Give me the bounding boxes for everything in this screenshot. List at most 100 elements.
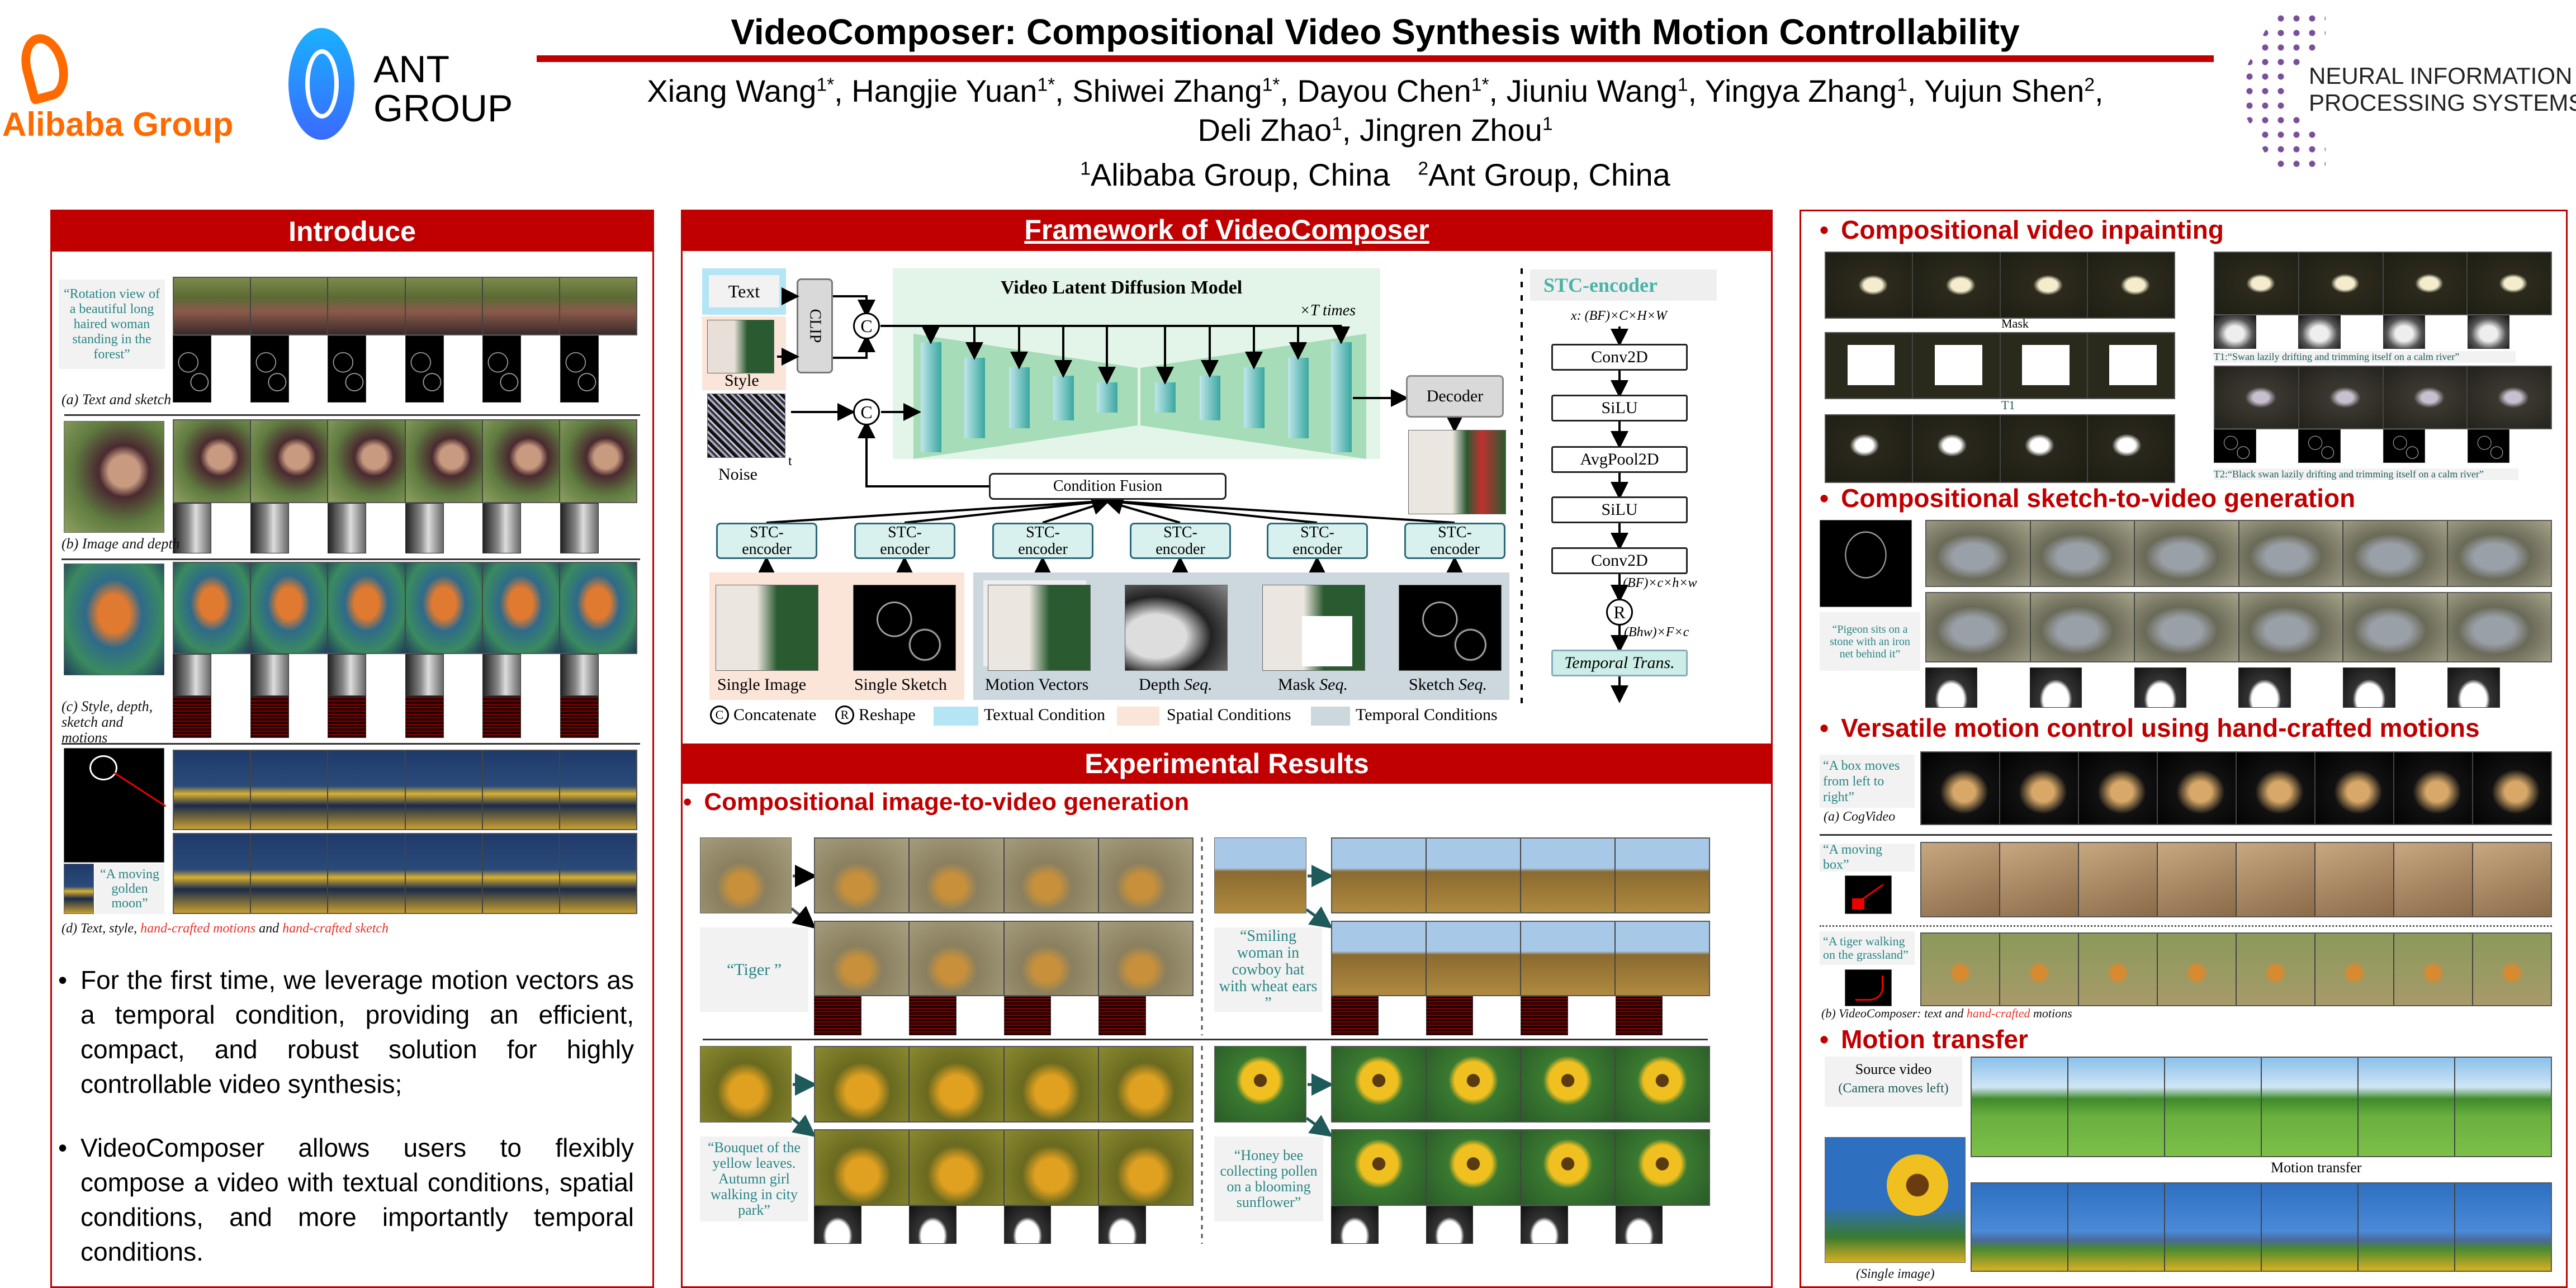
video-frame (482, 563, 560, 653)
video-frame (2030, 521, 2135, 586)
stc-layer: Conv2D (1551, 344, 1688, 371)
video-frame (2029, 667, 2082, 708)
video-frame (2000, 843, 2079, 916)
video-frame (250, 654, 289, 696)
unet-bar (1331, 342, 1352, 452)
video-frame (2298, 429, 2341, 463)
video-frame (560, 751, 637, 829)
video-frame (173, 696, 212, 738)
author: Yujun Shen2, (1924, 73, 2104, 108)
textual-swatch (934, 707, 978, 726)
divider (703, 1039, 1708, 1040)
video-frame (2237, 752, 2315, 824)
dotted-divider (1820, 925, 2552, 927)
cogvideo-frames (1920, 751, 2552, 825)
video-frame (2134, 667, 2187, 708)
video-frame (2135, 593, 2239, 661)
frame-cell (405, 335, 483, 402)
mask-region (1847, 344, 1895, 385)
condition-fusion-block: Condition Fusion (989, 473, 1227, 500)
mask-region (2109, 344, 2157, 385)
source-video-title: Source video (1855, 1061, 1932, 1077)
ant-logo-text-2: GROUP (373, 87, 513, 130)
video-frame (174, 751, 252, 829)
video-frame (814, 996, 861, 1035)
example-a-quote: “Rotation view of a beautiful long haire… (59, 280, 165, 369)
frame-cell (1098, 1206, 1194, 1244)
video-frame (1826, 333, 1914, 398)
video-frame (1332, 1047, 1427, 1121)
video-frame (1427, 839, 1521, 912)
motion-transfer-label: Motion transfer (2271, 1159, 2362, 1176)
stc-encoder-title: STC-encoder (1530, 269, 1717, 301)
mask-label: Mask (2001, 316, 2029, 330)
frame-cell (560, 503, 638, 553)
vldm-title: Video Latent Diffusion Model (1001, 277, 1243, 298)
author: Xiang Wang1*, (647, 73, 852, 108)
mask-region (2022, 344, 2070, 385)
video-frame (405, 420, 483, 502)
t1-label: T1 (2001, 398, 2015, 412)
video-frame (1521, 1047, 1616, 1121)
video-frame (482, 751, 560, 829)
video-frame (2447, 521, 2551, 586)
video-frame (1972, 1183, 2068, 1271)
frame-cell (328, 335, 405, 402)
frame-cell (1426, 1206, 1521, 1244)
video-frame (482, 696, 522, 738)
video-frame (405, 751, 483, 829)
video-frame (908, 996, 956, 1035)
frame-cell (2447, 667, 2552, 708)
video-frame (560, 654, 599, 696)
stc-shape-after-reshape: (Bhw)×F×c (1624, 625, 1689, 640)
unet-bar (1097, 382, 1117, 413)
example-c-caption: (c) Style, depth, sketch and motions (61, 698, 153, 746)
stc-layer: Conv2D (1551, 547, 1688, 574)
example-b-depths (173, 503, 637, 553)
author: Jingren Zhou1 (1359, 112, 1553, 148)
frame-cell (173, 503, 250, 553)
video-frame (173, 503, 212, 553)
swan-t1-frames (1825, 414, 2175, 483)
frame-cell (908, 1206, 1004, 1244)
video-frame (405, 503, 444, 553)
neurips-text-2: PROCESSING SYSTEMS (2309, 89, 2576, 116)
video-frame (2299, 367, 2384, 428)
unet-bars (921, 342, 1352, 452)
video-frame (1427, 1047, 1521, 1121)
motion-vectors-condition (988, 585, 1091, 671)
video-frame (1427, 1130, 1521, 1205)
neurips-logo: NEURAL INFORMATION PROCESSING SYSTEMS (2231, 11, 2576, 179)
frame-cell (482, 503, 560, 553)
video-frame (1427, 922, 1521, 995)
video-frame (2298, 315, 2341, 349)
video-frame (2000, 415, 2088, 482)
video-frame (560, 834, 637, 913)
video-frame (2394, 843, 2473, 916)
video-frame (1521, 922, 1616, 995)
video-frame (2359, 1183, 2455, 1271)
video-frame (2467, 429, 2510, 463)
video-frame (2238, 667, 2291, 708)
source-video-note: (Camera moves left) (1838, 1081, 1949, 1096)
video-frame (1615, 996, 1663, 1035)
divider (61, 558, 640, 560)
video-frame (251, 563, 329, 653)
video-frame (1616, 922, 1709, 995)
pigeon-quote: “Pigeon sits on a stone with an iron net… (1820, 612, 1920, 671)
concatenate-node: C (853, 399, 880, 425)
video-frame (1616, 1130, 1709, 1205)
video-frame (482, 335, 522, 402)
video-frame (1925, 667, 1978, 708)
pigeon-sketch-image (1820, 520, 1912, 607)
video-frame (1004, 839, 1099, 912)
unet-bar (1053, 376, 1074, 420)
frame-cell (482, 654, 560, 696)
cogvideo-quote: “A box moves from left to right” (1820, 755, 1915, 808)
example-d-caption: (d) Text, style, hand-crafted motions an… (61, 921, 389, 936)
video-frame (1521, 839, 1616, 912)
stc-encoder-block: STC-encoder (1130, 523, 1231, 559)
bullet-icon: • (58, 965, 68, 995)
frame-cell (1925, 667, 2030, 708)
